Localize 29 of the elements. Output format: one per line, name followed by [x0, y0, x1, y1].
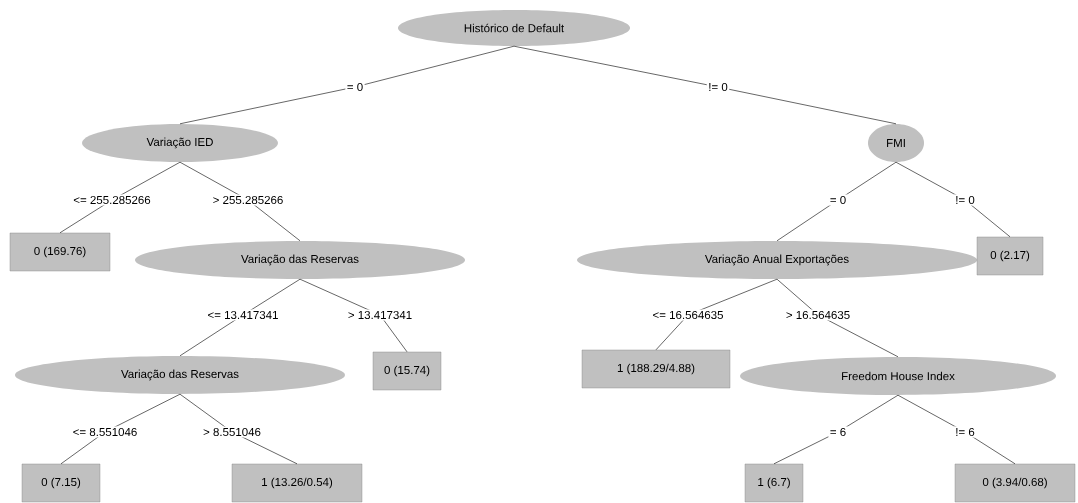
edge-label: = 0: [828, 194, 848, 206]
branch-line: [776, 278, 899, 358]
edge-label: <= 16.564635: [651, 309, 725, 321]
leaf-box: 0 (3.94/0.68): [954, 463, 1076, 503]
leaf-box: 0 (15.74): [372, 351, 442, 391]
leaf-box: 0 (169.76): [9, 232, 111, 272]
edge-label: > 8.551046: [201, 426, 263, 438]
leaf-box: 1 (6.7): [744, 463, 804, 503]
edge-label: = 0: [345, 81, 365, 93]
edge-label: != 6: [953, 426, 977, 438]
branch-line: [513, 45, 897, 125]
leaf-box: 1 (188.29/4.88): [581, 349, 731, 389]
edge-label: != 0: [953, 194, 977, 206]
edge-label: > 16.564635: [784, 309, 852, 321]
edge-label: > 255.285266: [211, 194, 285, 206]
leaf-box: 0 (2.17): [976, 236, 1044, 276]
edge-label: <= 255.285266: [71, 194, 153, 206]
edge-label: > 13.417341: [346, 309, 414, 321]
leaf-box: 0 (7.15): [21, 463, 101, 503]
edge-label: != 0: [706, 81, 730, 93]
edge-label: <= 13.417341: [206, 309, 280, 321]
branch-line: [773, 394, 899, 465]
edge-label: = 6: [828, 426, 848, 438]
branch-line: [776, 161, 897, 242]
edge-label: <= 8.551046: [71, 426, 139, 438]
branch-line: [895, 161, 1011, 238]
branch-line: [179, 45, 515, 125]
leaf-box: 1 (13.26/0.54): [231, 463, 363, 503]
branch-line: [897, 394, 1016, 465]
